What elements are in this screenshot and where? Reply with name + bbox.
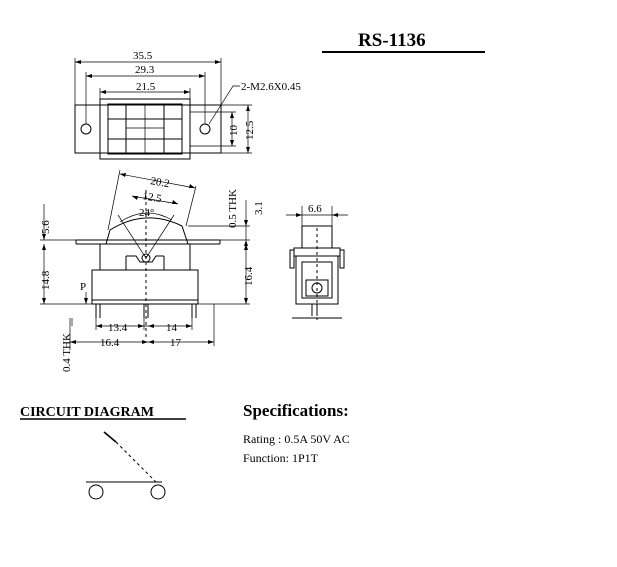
dim-angle: 24° xyxy=(139,207,154,219)
spec-rating: Rating : 0.5A 50V AC xyxy=(243,432,350,446)
mounting-hole-right xyxy=(199,123,211,135)
title-block: RS-1136 xyxy=(322,30,485,53)
circuit-terminal-right xyxy=(150,484,166,500)
end-view: 6.6 xyxy=(286,203,348,320)
dim-13-4: 13.4 xyxy=(108,322,128,334)
top-view: 35.5 29.3 21.5 2-M2.6X0.45 10 12.5 xyxy=(74,50,301,160)
circuit-switch-path xyxy=(115,441,159,485)
dim-top-height: 3.1 xyxy=(253,201,265,215)
spec-function: Function: 1P1T xyxy=(243,451,319,465)
terminal-thickness: 0.4 THK xyxy=(61,333,73,372)
dim-14: 14 xyxy=(166,322,178,334)
dim-flange-height: 12.5 xyxy=(244,120,256,140)
circuit-terminal-left xyxy=(88,484,104,500)
plate-thickness: 0.5 THK xyxy=(227,189,239,228)
mounting-hole-left xyxy=(80,123,92,135)
dim-overall-length: 35.5 xyxy=(133,50,153,62)
circuit-diagram: CIRCUIT DIAGRAM xyxy=(20,405,186,500)
dim-left-top: 5.6 xyxy=(40,220,52,234)
p-label: P xyxy=(80,281,86,293)
top-view-body xyxy=(99,98,191,160)
dim-16-4: 16.4 xyxy=(100,337,120,349)
dim-body-width: 21.5 xyxy=(136,81,156,93)
circuit-switch-lever xyxy=(103,431,117,443)
dim-actuator-inner: 12.5 xyxy=(141,190,163,205)
circuit-heading: CIRCUIT DIAGRAM xyxy=(20,405,154,420)
part-number-title: RS-1136 xyxy=(358,30,426,51)
switch-base xyxy=(91,269,199,305)
specs-heading: Specifications: xyxy=(243,401,349,420)
screw-note: 2-M2.6X0.45 xyxy=(241,81,301,93)
dim-body-height: 10 xyxy=(228,125,240,137)
dim-end-width: 6.6 xyxy=(308,203,322,215)
dim-right-height: 16.4 xyxy=(243,266,255,286)
specifications: Specifications: Rating : 0.5A 50V AC Fun… xyxy=(243,401,350,465)
dim-left-mid: 14.8 xyxy=(40,270,52,290)
top-view-flange xyxy=(74,104,222,154)
rocker-actuator xyxy=(105,217,189,245)
dim-hole-pitch: 29.3 xyxy=(135,64,155,76)
dim-actuator-outer: 20.2 xyxy=(149,175,170,190)
side-view: 20.2 12.5 24° 0.5 THK 3.1 16.4 5.6 14.8 xyxy=(40,169,265,372)
dim-17: 17 xyxy=(170,337,182,349)
